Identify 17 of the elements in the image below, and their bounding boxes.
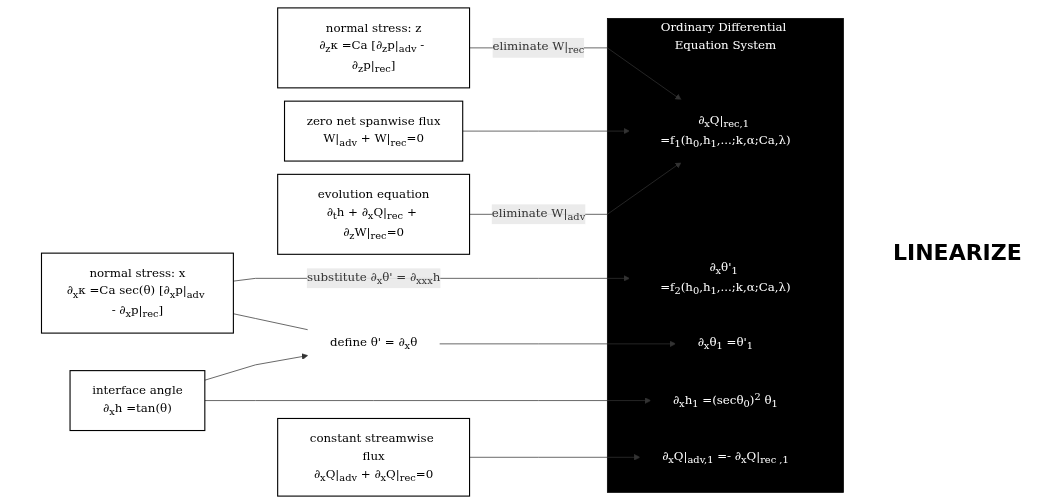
edge-label: eliminate W|$_{rec}$ bbox=[492, 39, 585, 56]
node-box: interface angle ∂$_{x}$h =tan(θ) bbox=[69, 370, 206, 432]
connector bbox=[233, 313, 309, 331]
node-text: ∂$_{x}$Q|$_{adv,1}$ =- ∂$_{x}$Q|$_{rec ,1}$ bbox=[662, 448, 789, 466]
node-box: zero net spanwise flux W|$_{adv}$ + W|$_{rec}$=0 bbox=[283, 100, 464, 162]
edge-label: eliminate W|$_{adv}$ bbox=[491, 205, 586, 223]
node-text: define θ' = ∂$_{x}$θ bbox=[329, 335, 418, 352]
node-text: ∂$_{x}$θ$_{1}$ =θ'$_{1}$ bbox=[697, 335, 754, 352]
node-box: evolution equation ∂$_{t}$h + ∂$_{x}$Q|$_{rec}$ + ∂$_{z}$W|$_{rec}$=0 bbox=[277, 173, 471, 255]
edge-label: substitute ∂$_{x}$θ' = ∂$_{xxx}$h bbox=[306, 269, 441, 287]
node-box: constant streamwise flux ∂$_{x}$Q|$_{adv}$ + ∂$_{x}$Q|$_{rec}$=0 bbox=[277, 417, 471, 497]
node-text: ∂$_{x}$h$_{1}$ =(secθ$_{0}$)$^{2}$ θ$_{1}$ bbox=[673, 390, 778, 410]
annotation-text: LINEARIZE bbox=[893, 239, 1023, 265]
node-text: ∂$_{x}$Q|$_{rec,1}$ =f$_{1}$(h$_{0}$,h$_{1}$,...;k,α;Ca,λ) bbox=[660, 112, 791, 149]
node-text: ∂$_{x}$θ'$_{1}$ =f$_{2}$(h$_{0}$,h$_{1}$,...;k,α;Ca,λ) bbox=[660, 259, 791, 297]
node-box: normal stress: z ∂$_{z}$κ =Ca [∂$_{z}$p|$_{adv}$ - ∂$_{z}$p|$_{rec}$] bbox=[277, 7, 471, 89]
node-box: normal stress: x ∂$_{x}$κ =Ca sec(θ) [∂$_{x}$p|$_{adv}$ - ∂$_{x}$p|$_{rec}$] bbox=[40, 252, 234, 334]
